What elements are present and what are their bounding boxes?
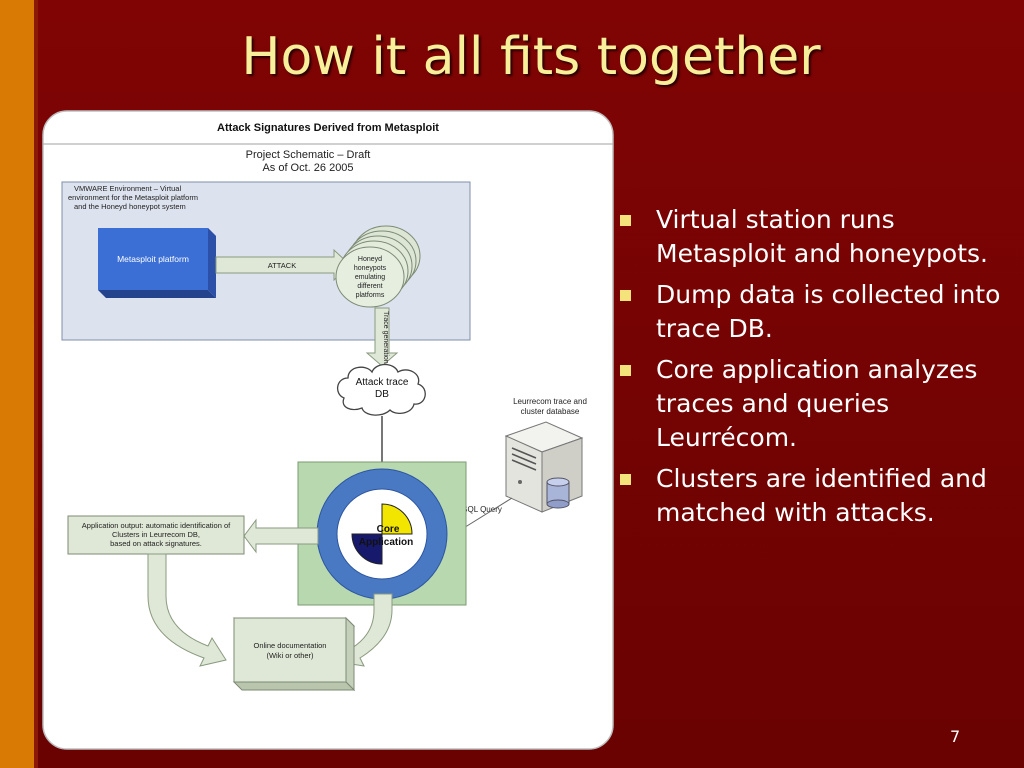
- bullet-item: Dump data is collected into trace DB.: [618, 278, 1008, 346]
- online-documentation-box: Online documentation (Wiki or other): [232, 616, 356, 692]
- honeyd-label-line2: honeypots: [354, 265, 387, 272]
- output-label-line1: Application output: automatic identifica…: [82, 521, 231, 530]
- core-to-output-arrow: [243, 518, 319, 554]
- attack-label: ATTACK: [268, 261, 296, 270]
- sql-query-label: SQL Query: [462, 505, 502, 514]
- core-label-line1: Core: [377, 524, 400, 535]
- leurrecom-server-icon: [504, 421, 584, 513]
- slide-title: How it all fits together: [241, 27, 821, 87]
- bullet-text: Virtual station runs Metasploit and hone…: [656, 205, 988, 268]
- output-label-line3: based on attack signatures.: [110, 539, 202, 548]
- core-label-line2: Application: [359, 537, 413, 548]
- honeyd-honeypots: Honeyd honeypots emulating different pla…: [335, 225, 421, 308]
- bullet-text: Clusters are identified and matched with…: [656, 464, 987, 527]
- square-bullet-icon: [620, 290, 631, 301]
- docs-label-line1: Online documentation: [254, 641, 327, 650]
- schematic-svg: Attack Signatures Derived from Metasploi…: [42, 110, 614, 750]
- square-bullet-icon: [620, 215, 631, 226]
- honeyd-label-line5: platforms: [356, 292, 385, 299]
- trace-db-label-line2: DB: [375, 389, 389, 400]
- leurrecom-label-line2: cluster database: [521, 407, 580, 416]
- honeyd-label-line3: emulating: [355, 274, 385, 281]
- diagram-panel: Attack Signatures Derived from Metasploi…: [42, 110, 614, 750]
- metasploit-label: Metasploit platform: [117, 254, 189, 264]
- bullet-item: Core application analyzes traces and que…: [618, 353, 1008, 455]
- left-accent-bar: [0, 0, 34, 768]
- bullet-list: Virtual station runs Metasploit and hone…: [618, 203, 1008, 537]
- vmware-label-line3: and the Honeyd honeypot system: [74, 202, 186, 211]
- bullet-text: Core application analyzes traces and que…: [656, 355, 978, 452]
- square-bullet-icon: [620, 365, 631, 376]
- square-bullet-icon: [620, 474, 631, 485]
- bullet-text: Dump data is collected into trace DB.: [656, 280, 1001, 343]
- honeyd-label-line1: Honeyd: [358, 256, 382, 263]
- bullet-item: Virtual station runs Metasploit and hone…: [618, 203, 1008, 271]
- output-label-line2: Clusters in Leurrecom DB,: [112, 530, 200, 539]
- page-number: 7: [950, 727, 961, 746]
- trace-db-label-line1: Attack trace: [356, 377, 409, 388]
- attack-trace-db-cloud: [337, 363, 426, 416]
- bullet-item: Clusters are identified and matched with…: [618, 462, 1008, 530]
- core-application: Core Application: [316, 468, 448, 600]
- vmware-label-line2: environment for the Metasploit platform: [68, 193, 198, 202]
- leurrecom-label-line1: Leurrecom trace and: [513, 397, 587, 406]
- honeyd-label-line4: different: [357, 283, 382, 290]
- application-output-box: [67, 515, 245, 555]
- diagram-subtitle-line2: As of Oct. 26 2005: [262, 162, 353, 174]
- docs-label-line2: (Wiki or other): [266, 651, 314, 660]
- diagram-subtitle-line1: Project Schematic – Draft: [246, 149, 371, 161]
- left-accent-edge: [34, 0, 38, 768]
- output-to-docs-arrow: [147, 553, 227, 667]
- trace-generation-arrow: [365, 307, 399, 367]
- trace-generation-label: Trace generation: [382, 311, 389, 364]
- diagram-heading: Attack Signatures Derived from Metasploi…: [217, 122, 439, 134]
- vmware-label-line1: VMWARE Environment – Virtual: [74, 184, 181, 193]
- metasploit-platform-box: Metasploit platform: [98, 228, 216, 298]
